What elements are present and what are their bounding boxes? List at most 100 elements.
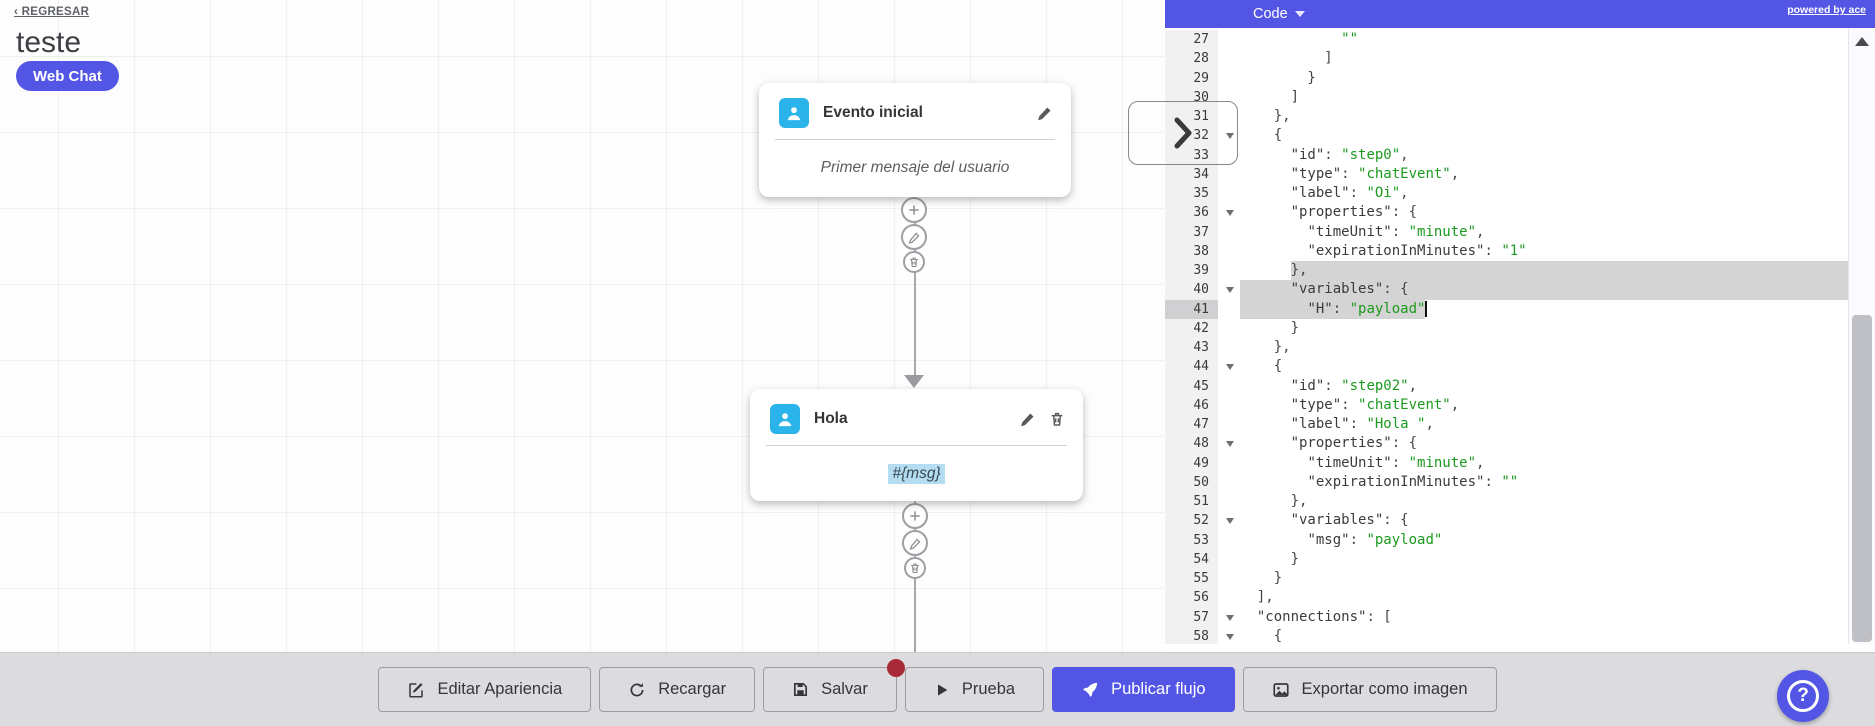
export-image-button[interactable]: Exportar como imagen xyxy=(1242,667,1497,712)
code-line[interactable]: "timeUnit": "minute", xyxy=(1307,454,1485,471)
code-line[interactable]: }, xyxy=(1240,339,1291,355)
code-line[interactable]: { xyxy=(1240,627,1283,644)
fold-toggle-icon[interactable] xyxy=(1226,133,1234,140)
fold-toggle-icon[interactable] xyxy=(1226,441,1234,448)
code-line[interactable]: } xyxy=(1240,550,1300,567)
delete-connection-button[interactable] xyxy=(903,251,925,273)
code-line[interactable]: "properties": { xyxy=(1290,435,1418,452)
edit-node-icon[interactable] xyxy=(1036,105,1053,122)
edit-connection-button[interactable] xyxy=(902,530,928,556)
save-button[interactable]: Salvar xyxy=(763,659,905,712)
user-avatar-icon xyxy=(779,98,809,128)
flow-node-hola[interactable]: Hola #{msg} xyxy=(750,389,1083,501)
add-step-button[interactable] xyxy=(901,197,927,223)
add-step-button[interactable] xyxy=(902,503,928,529)
code-line[interactable]: "connections": [ xyxy=(1256,608,1392,625)
code-line[interactable]: ] xyxy=(1240,88,1300,105)
code-line[interactable]: "label": "Oi", xyxy=(1290,185,1409,201)
gutter-line-number: 41 xyxy=(1165,299,1218,319)
code-line[interactable]: "expirationInMinutes": "" xyxy=(1307,473,1519,490)
delete-connection-button[interactable] xyxy=(904,557,926,579)
code-line[interactable]: { xyxy=(1240,127,1283,144)
button-label: Salvar xyxy=(821,680,868,698)
flow-canvas[interactable]: ‹ REGRESAR teste Web Chat xyxy=(0,0,1165,652)
vertical-scrollbar-thumb[interactable] xyxy=(1852,315,1872,642)
collapse-panel-button[interactable] xyxy=(1128,101,1238,165)
code-line[interactable]: ], xyxy=(1240,589,1274,606)
code-line[interactable]: } xyxy=(1240,69,1316,86)
gutter-line-number: 39 xyxy=(1165,261,1218,281)
edit-connection-button[interactable] xyxy=(901,224,927,250)
test-button[interactable]: Prueba xyxy=(904,667,1045,712)
code-line[interactable]: "variables": { xyxy=(1240,280,1848,300)
edit-appearance-button[interactable]: Editar Apariencia xyxy=(378,667,592,712)
code-line[interactable]: "id": "step0", xyxy=(1290,146,1409,163)
flow-node-evento-inicial[interactable]: Evento inicial Primer mensaje del usuari… xyxy=(759,83,1071,197)
vertical-scrollbar[interactable] xyxy=(1848,28,1875,644)
code-line[interactable]: "properties": { xyxy=(1290,204,1418,221)
code-line[interactable]: }, xyxy=(1240,493,1308,509)
reload-button[interactable]: Recargar xyxy=(599,667,756,712)
back-link[interactable]: ‹ REGRESAR xyxy=(14,6,90,18)
publish-flow-button[interactable]: Publicar flujo xyxy=(1052,667,1235,712)
code-line[interactable]: "label": "Hola ", xyxy=(1290,416,1434,432)
chevron-right-icon xyxy=(1174,117,1192,149)
code-line[interactable]: "expirationInMinutes": "1" xyxy=(1307,242,1527,259)
help-button[interactable]: ? xyxy=(1777,670,1829,722)
node-divider xyxy=(766,445,1067,446)
gutter-line-number: 33 xyxy=(1165,145,1218,165)
code-line[interactable]: }, xyxy=(1240,108,1291,124)
edit-icon xyxy=(407,681,425,699)
trash-icon xyxy=(910,257,918,268)
code-line[interactable]: ] xyxy=(1240,50,1333,67)
gutter-line-number: 28 xyxy=(1165,49,1218,69)
button-label: Publicar flujo xyxy=(1111,680,1206,698)
save-icon xyxy=(792,681,809,698)
code-line[interactable]: "type": "chatEvent", xyxy=(1290,396,1460,413)
edit-node-icon[interactable] xyxy=(1019,411,1036,428)
fold-toggle-icon[interactable] xyxy=(1226,287,1234,294)
code-line[interactable]: "" xyxy=(1341,31,1359,47)
chevron-down-icon xyxy=(1294,11,1305,17)
node-body-text: Primer mensaje del usuario xyxy=(820,159,1010,176)
scroll-up-arrow-icon[interactable] xyxy=(1855,37,1869,46)
fold-toggle-icon[interactable] xyxy=(1226,614,1234,621)
text-cursor xyxy=(1425,301,1428,317)
code-line[interactable]: "msg": "payload" xyxy=(1307,531,1443,548)
image-icon xyxy=(1272,681,1290,699)
button-label: Recargar xyxy=(658,680,727,698)
powered-by-ace-link[interactable]: powered by ace xyxy=(1787,4,1866,16)
plus-icon xyxy=(909,205,919,215)
code-line[interactable]: "type": "chatEvent", xyxy=(1290,165,1460,182)
code-mode-dropdown[interactable]: Code xyxy=(1253,6,1305,22)
code-line[interactable]: "variables": { xyxy=(1290,512,1409,529)
gutter-line-number: 35 xyxy=(1165,184,1218,204)
gutter-line-number: 54 xyxy=(1165,549,1218,569)
code-line[interactable]: } xyxy=(1240,570,1283,586)
gutter-line-number: 44 xyxy=(1165,357,1234,377)
fold-toggle-icon[interactable] xyxy=(1226,210,1234,217)
gutter-line-number: 32 xyxy=(1165,126,1234,146)
editor-code-lines[interactable]: "" ] } ] }, { "id": "step0", "type": "ch… xyxy=(1240,30,1848,644)
delete-node-icon[interactable] xyxy=(1049,411,1065,427)
code-line[interactable]: } xyxy=(1240,319,1300,336)
code-line[interactable]: { xyxy=(1240,358,1283,375)
code-line[interactable]: "timeUnit": "minute", xyxy=(1307,223,1485,240)
fold-toggle-icon[interactable] xyxy=(1226,633,1234,640)
code-line[interactable]: }, xyxy=(1240,261,1848,281)
play-icon xyxy=(934,682,950,698)
user-avatar-icon xyxy=(770,404,800,434)
code-line[interactable]: "id": "step02", xyxy=(1290,377,1418,394)
connector-arrow-icon xyxy=(904,375,924,388)
fold-toggle-icon[interactable] xyxy=(1226,364,1234,371)
code-line[interactable]: "H": "payload" xyxy=(1240,299,1848,319)
channel-badge: Web Chat xyxy=(16,61,119,91)
fold-toggle-icon[interactable] xyxy=(1226,518,1234,525)
gutter-line-number: 43 xyxy=(1165,338,1218,358)
gutter-line-number: 57 xyxy=(1165,607,1234,627)
button-label: Editar Apariencia xyxy=(437,680,563,698)
gutter-line-number: 38 xyxy=(1165,241,1218,261)
code-panel-header: Code powered by ace xyxy=(1165,0,1875,28)
